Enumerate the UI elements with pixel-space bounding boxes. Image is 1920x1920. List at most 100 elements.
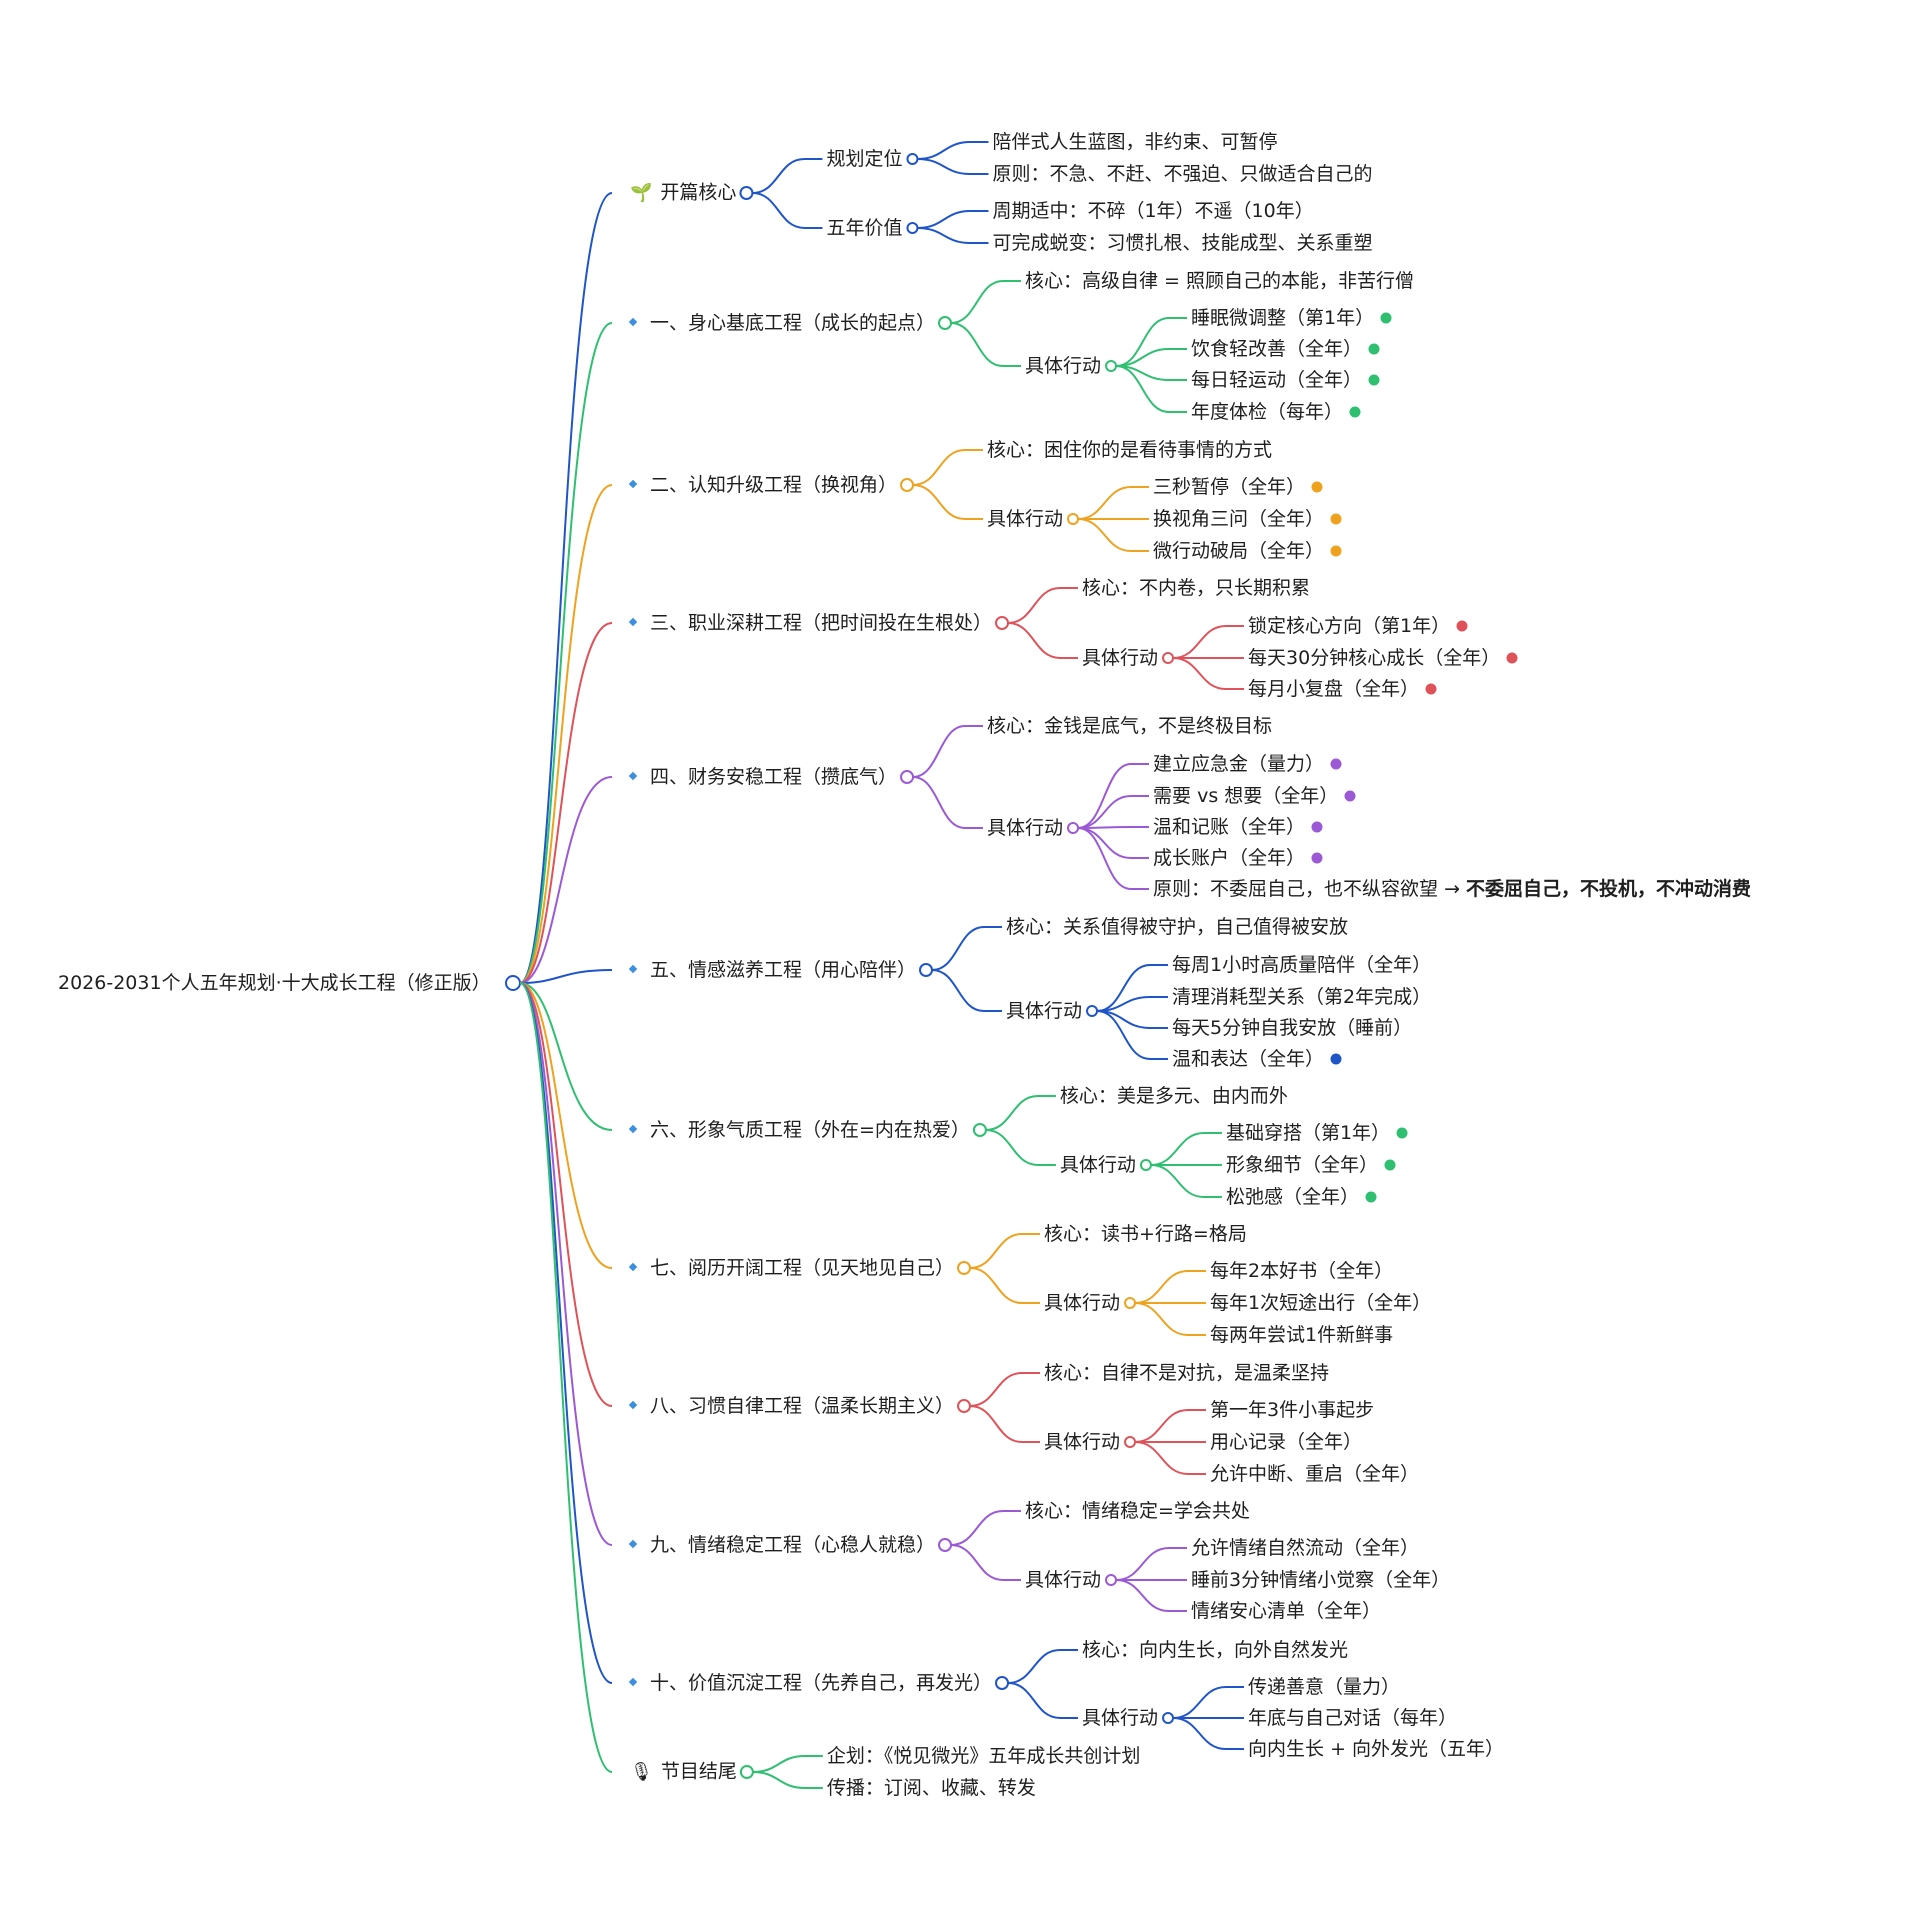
- leaf-node-label: 饮食轻改善（全年）: [1191, 338, 1363, 360]
- branch-label: 六、形象气质工程（外在=内在热爱）: [650, 1119, 970, 1141]
- sub-node[interactable]: 具体行动: [1060, 1153, 1136, 1177]
- leaf-node[interactable]: 每天30分钟核心成长（全年）: [1248, 646, 1500, 670]
- branch-node[interactable]: 八、习惯自律工程（温柔长期主义）: [628, 1394, 954, 1418]
- sub-node-label: 核心：美是多元、由内而外: [1059, 1085, 1288, 1107]
- leaf-node[interactable]: 每月小复盘（全年）: [1248, 677, 1419, 701]
- branch-node[interactable]: 七、阅历开阔工程（见天地见自己）: [628, 1256, 954, 1280]
- leaf-node[interactable]: 形象细节（全年）: [1226, 1153, 1378, 1177]
- leaf-node[interactable]: 允许中断、重启（全年）: [1210, 1462, 1419, 1486]
- sub-node[interactable]: 五年价值: [826, 216, 902, 240]
- status-marker-dot: [1384, 1159, 1396, 1171]
- leaf-node[interactable]: 每年2本好书（全年）: [1210, 1259, 1393, 1283]
- leaf-node[interactable]: 锁定核心方向（第1年）: [1248, 614, 1450, 638]
- leaf-node[interactable]: 睡前3分钟情绪小觉察（全年）: [1191, 1568, 1450, 1592]
- leaf-node[interactable]: 基础穿搭（第1年）: [1226, 1121, 1390, 1145]
- leaf-node[interactable]: 原则：不委屈自己，也不纵容欲望 → 不委屈自己，不投机，不冲动消费: [1153, 877, 1751, 901]
- leaf-node[interactable]: 传递善意（量力）: [1248, 1675, 1400, 1699]
- leaf-node[interactable]: 饮食轻改善（全年）: [1191, 337, 1362, 361]
- leaf-node-label: 第一年3件小事起步: [1210, 1399, 1375, 1421]
- sub-node[interactable]: 具体行动: [1025, 354, 1101, 378]
- sub-node[interactable]: 核心：情绪稳定=学会共处: [1025, 1499, 1250, 1523]
- leaf-node[interactable]: 周期适中：不碎（1年）不遥（10年）: [992, 199, 1313, 223]
- leaf-node-label: 允许中断、重启（全年）: [1210, 1463, 1420, 1485]
- sub-node[interactable]: 核心：向内生长，向外自然发光: [1082, 1638, 1348, 1662]
- leaf-node[interactable]: 温和记账（全年）: [1153, 815, 1305, 839]
- leaf-node[interactable]: 清理消耗型关系（第2年完成）: [1172, 985, 1431, 1009]
- seedling-icon: 🌱: [630, 182, 653, 204]
- root-link-0: [519, 192, 613, 984]
- leaf-node[interactable]: 成长账户（全年）: [1153, 846, 1305, 870]
- leaf-node-label: 每两年尝试1件新鲜事: [1210, 1324, 1394, 1346]
- leaf-node[interactable]: 用心记录（全年）: [1210, 1430, 1362, 1454]
- sub-node[interactable]: 企划：《悦见微光》五年成长共创计划: [827, 1744, 1141, 1768]
- leaf-node[interactable]: 建立应急金（量力）: [1153, 752, 1324, 776]
- sub-node[interactable]: 具体行动: [1044, 1291, 1120, 1315]
- sub-node[interactable]: 核心：关系值得被守护，自己值得被安放: [1006, 915, 1348, 939]
- branch-link: [752, 192, 823, 229]
- sub-node[interactable]: 具体行动: [1006, 999, 1082, 1023]
- sub-node[interactable]: 核心：金钱是底气，不是终极目标: [987, 714, 1272, 738]
- branch-node[interactable]: 一、身心基底工程（成长的起点）: [628, 311, 935, 335]
- root-link-9: [519, 982, 613, 1546]
- branch-node[interactable]: 九、情绪稳定工程（心稳人就稳）: [628, 1533, 935, 1557]
- branch-node[interactable]: 五、情感滋养工程（用心陪伴）: [628, 958, 916, 982]
- branch-node[interactable]: 二、认知升级工程（换视角）: [628, 473, 897, 497]
- sub-node[interactable]: 具体行动: [987, 507, 1063, 531]
- leaf-node[interactable]: 每周1小时高质量陪伴（全年）: [1172, 953, 1431, 977]
- root-link-5: [519, 969, 613, 984]
- leaf-node[interactable]: 每两年尝试1件新鲜事: [1210, 1323, 1393, 1347]
- branch-node[interactable]: 🌱 开篇核心: [630, 181, 736, 206]
- leaf-node[interactable]: 需要 vs 想要（全年）: [1153, 784, 1338, 808]
- leaf-node[interactable]: 三秒暂停（全年）: [1153, 475, 1305, 499]
- branch-link: [950, 1544, 1022, 1581]
- sub-node-label: 企划：《悦见微光》五年成长共创计划: [826, 1745, 1141, 1767]
- root-node[interactable]: 2026-2031个人五年规划·十大成长工程（修正版）: [58, 971, 491, 995]
- leaf-node[interactable]: 每年1次短途出行（全年）: [1210, 1291, 1431, 1315]
- leaf-node[interactable]: 年底与自己对话（每年）: [1248, 1706, 1457, 1730]
- leaf-node[interactable]: 换视角三问（全年）: [1153, 507, 1324, 531]
- leaf-node[interactable]: 年度体检（每年）: [1191, 400, 1343, 424]
- branch-link: [931, 926, 1003, 971]
- branch-node[interactable]: 🎙节目结尾: [630, 1760, 737, 1785]
- leaf-node-label: 需要 vs 想要（全年）: [1153, 785, 1339, 807]
- leaf-node[interactable]: 每天5分钟自我安放（睡前）: [1172, 1016, 1412, 1040]
- leaf-node[interactable]: 第一年3件小事起步: [1210, 1398, 1374, 1422]
- leaf-node[interactable]: 微行动破局（全年）: [1153, 539, 1324, 563]
- leaf-link: [1115, 1547, 1188, 1581]
- leaf-node[interactable]: 温和表达（全年）: [1172, 1047, 1324, 1071]
- sub-node-label: 具体行动: [987, 508, 1064, 530]
- sub-node[interactable]: 核心：自律不是对抗，是温柔坚持: [1044, 1361, 1329, 1385]
- sub-node[interactable]: 核心：高级自律 = 照顾自己的本能，非苦行僧: [1025, 269, 1414, 293]
- branch-node[interactable]: 四、财务安稳工程（攒底气）: [628, 765, 897, 789]
- sub-node-label: 核心：困住你的是看待事情的方式: [987, 439, 1273, 461]
- leaf-node[interactable]: 松弛感（全年）: [1226, 1185, 1359, 1209]
- branch-label: 开篇核心: [660, 181, 737, 204]
- leaf-node[interactable]: 睡眠微调整（第1年）: [1191, 306, 1374, 330]
- branch-node[interactable]: 六、形象气质工程（外在=内在热爱）: [628, 1118, 970, 1142]
- sub-node[interactable]: 规划定位: [826, 147, 902, 171]
- sub-node[interactable]: 核心：美是多元、由内而外: [1060, 1084, 1288, 1108]
- sub-node[interactable]: 核心：读书+行路=格局: [1044, 1222, 1247, 1246]
- sub-node[interactable]: 传播：订阅、收藏、转发: [827, 1776, 1036, 1800]
- sub-node[interactable]: 具体行动: [987, 816, 1063, 840]
- leaf-link: [1115, 317, 1188, 367]
- leaf-node[interactable]: 向内生长 + 向外发光（五年）: [1248, 1737, 1504, 1761]
- sub-node[interactable]: 具体行动: [1082, 1706, 1158, 1730]
- sub-node[interactable]: 具体行动: [1025, 1568, 1101, 1592]
- leaf-node[interactable]: 原则：不急、不赶、不强迫、只做适合自己的: [992, 162, 1372, 186]
- sub-node[interactable]: 核心：不内卷，只长期积累: [1082, 576, 1310, 600]
- sub-node[interactable]: 具体行动: [1044, 1430, 1120, 1454]
- leaf-node[interactable]: 可完成蜕变：习惯扎根、技能成型、关系重塑: [992, 231, 1372, 255]
- branch-node[interactable]: 十、价值沉淀工程（先养自己，再发光）: [628, 1671, 992, 1695]
- status-marker-dot: [1396, 1127, 1408, 1139]
- root-link-3: [519, 622, 613, 984]
- branch-link: [1007, 622, 1079, 659]
- leaf-node[interactable]: 每日轻运动（全年）: [1191, 368, 1362, 392]
- sub-node[interactable]: 核心：困住你的是看待事情的方式: [987, 438, 1272, 462]
- leaf-node[interactable]: 陪伴式人生蓝图，非约束、可暂停: [992, 130, 1277, 154]
- branch-node[interactable]: 三、职业深耕工程（把时间投在生根处）: [628, 611, 992, 635]
- leaf-node[interactable]: 情绪安心清单（全年）: [1191, 1599, 1381, 1623]
- leaf-node-label: 每年1次短途出行（全年）: [1210, 1292, 1432, 1314]
- sub-node[interactable]: 具体行动: [1082, 646, 1158, 670]
- leaf-node[interactable]: 允许情绪自然流动（全年）: [1191, 1536, 1419, 1560]
